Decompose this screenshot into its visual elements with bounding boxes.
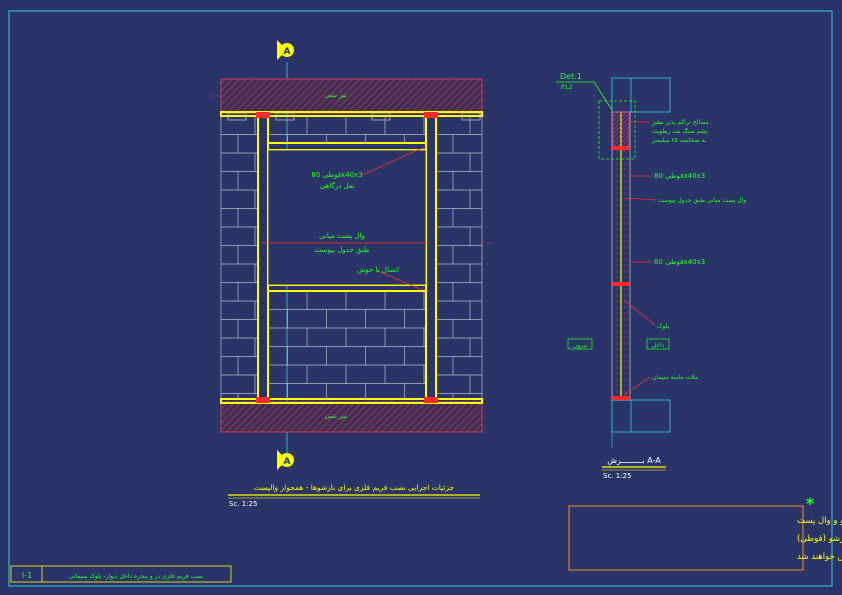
wall-post-sub-label: طبق جدول پیوست [315,246,370,254]
note-asterisk: * [806,494,815,513]
svg-text:A: A [284,47,291,57]
tube-sub-label: نعل درگاهی [320,181,354,190]
sheet-code: I-1 [22,571,32,580]
block-label: بلوک [657,322,669,330]
section-marker-bottom: A [277,450,294,470]
leader-lines [262,146,430,291]
detail-ref: Det.1 [560,72,582,81]
bottom-beam [220,401,483,433]
outside-label: بیرون [573,342,587,349]
note-line-3: میلگرد های بستر مستقیما به فریم جوش خواه… [797,551,842,562]
block-wall [220,115,483,400]
section-tube-label-2: قوطی 80x40x3 [654,258,705,266]
elevation-view: تیر بتنی تیر بتنی قوطی 80x40x3 نعل درگاه… [205,40,492,508]
top-beam [220,78,483,114]
note-box [568,505,804,571]
filler-label-3: به ضخامت ۲۵ میلیمتر [651,137,707,144]
sheet-border [8,10,833,587]
elevation-scale: Sc. 1:25 [229,500,257,508]
section-marker-top: A [277,40,294,60]
section-title: بـــــــــرش A-A [607,456,661,465]
elevation-title: جزئیات اجرایی نصب فریم فلزی برای بازشوها… [254,483,455,492]
detail-callout-box [598,100,636,160]
section-leaders [623,121,657,396]
section-tube-label-1: قوطی 80x40x3 [654,172,705,180]
note-line-2: با اجرای فریم دور بازشو (قوطی) [797,534,842,544]
compressible-filler [612,111,630,149]
section-view: Det.1 P.L2 مصالح تراکم پذیر نظیر پشم سنگ… [556,72,746,480]
note-line-1: در صورت عدم همجواری بازشو و وال پست [797,516,842,526]
filler-label-1: مصالح تراکم پذیر نظیر [651,119,709,126]
mortar-label: ملات ماسه سیمان [652,374,698,381]
title-block: I-1 نصب فریم فلزی در و پنجره داخل دیوار-… [10,565,232,583]
detail-sheet: P.L2 [561,84,573,91]
filler-label-2: پشم سنگ ضد رطوبت [652,127,708,135]
sheet-title: نصب فریم فلزی در و پنجره داخل دیوار- بلو… [69,572,204,580]
weld-label: اتصال با جوش [357,266,399,274]
window-opening [267,149,427,286]
weld-points [256,112,438,403]
svg-text:A: A [284,457,291,467]
beam-bottom-label: تیر بتنی [325,412,347,420]
section-scale: Sc. 1:25 [603,472,631,480]
inside-label: داخل [652,342,665,349]
wall-post-label: وال پست میانی [319,232,365,240]
outside-label-box [567,338,593,350]
section-top-beam [611,77,671,113]
tube-label: قوطی 80x40x3 [311,171,362,179]
section-bottom-beam [611,399,671,433]
general-note: * در صورت عدم همجواری بازشو و وال پست با… [568,494,842,571]
section-wall-post-label: وال پست میانی طبق جدول پیوست [658,197,746,204]
dashed-centerlines [205,95,492,244]
inside-label-box [646,338,670,350]
beam-top-label: تیر بتنی [325,91,347,99]
